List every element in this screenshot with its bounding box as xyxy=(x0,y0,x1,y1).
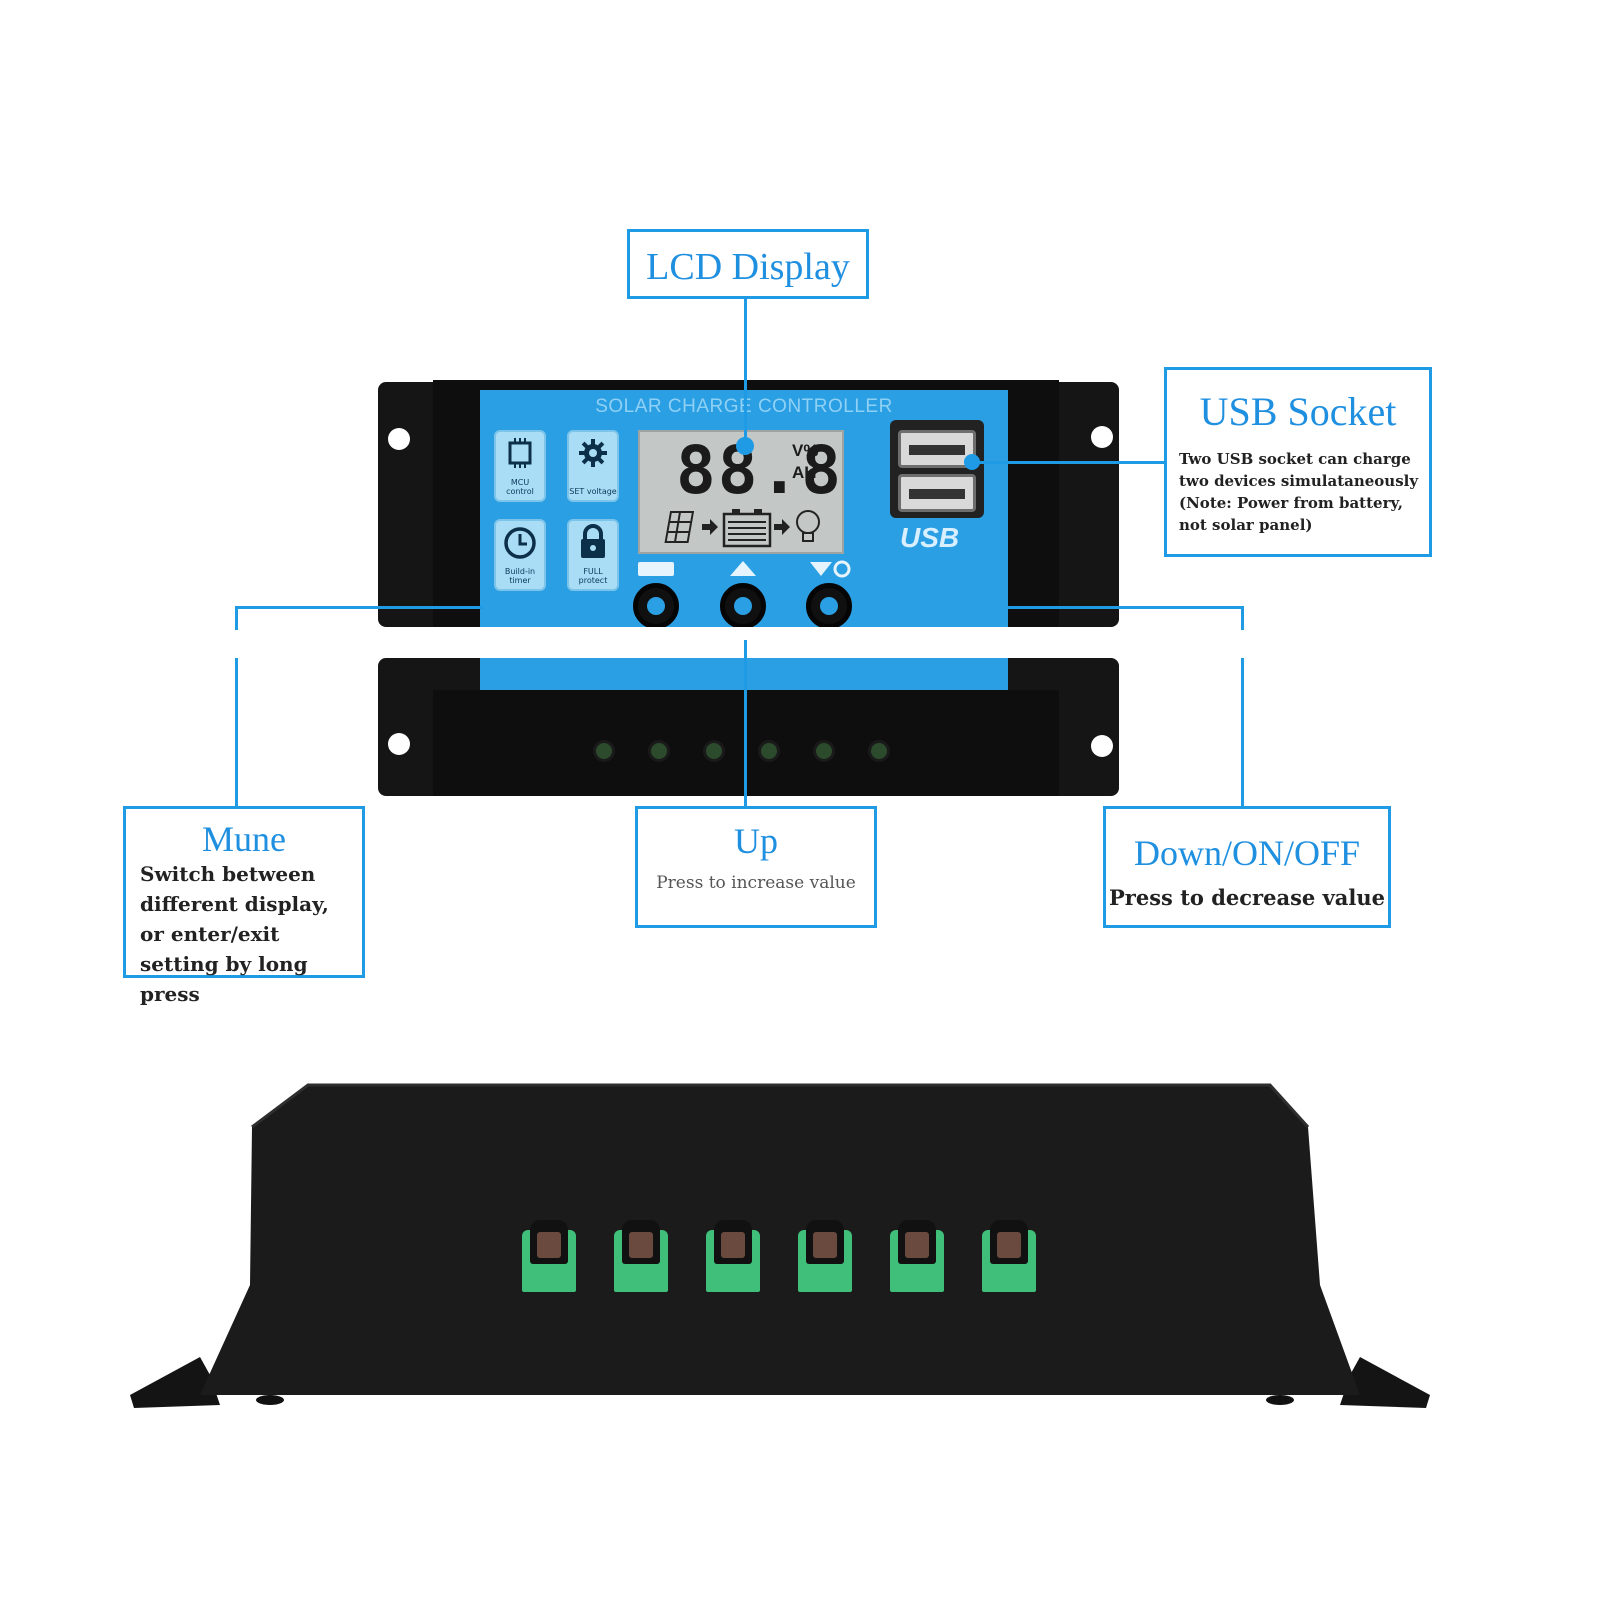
leader-line-menu-h xyxy=(235,606,483,609)
terminal-screw xyxy=(593,740,615,762)
leader-dot-usb xyxy=(964,454,980,470)
terminal-screw xyxy=(813,740,835,762)
callout-up: Up Press to increase value xyxy=(635,806,877,928)
terminal-screw xyxy=(758,740,780,762)
icon-label: MCU control xyxy=(506,478,534,496)
terminal-block xyxy=(614,1220,668,1292)
callout-title: Down/ON/OFF xyxy=(1133,833,1361,873)
terminal-block xyxy=(522,1220,576,1292)
callout-description: Press to decrease value xyxy=(1109,885,1385,910)
lcd-digits: 88.8 xyxy=(676,432,843,509)
controller-side-view xyxy=(130,1083,1430,1408)
mount-hole xyxy=(388,428,410,450)
lcd-status-icons xyxy=(664,509,820,548)
mount-hole xyxy=(388,733,410,755)
panel-title: SOLAR CHARGE CONTROLLER xyxy=(595,396,893,417)
callout-lcd-display: LCD Display xyxy=(627,229,869,299)
leader-line-usb xyxy=(970,461,1166,464)
menu-mark-icon xyxy=(638,562,674,576)
callout-description: Two USB socket can charge two devices si… xyxy=(1179,450,1419,534)
terminal-block xyxy=(798,1220,852,1292)
up-triangle-icon xyxy=(730,561,756,576)
leader-line-down-h xyxy=(1008,606,1244,609)
callout-title: USB Socket xyxy=(1199,389,1397,434)
lcd-unit-bottom: AH xyxy=(792,463,817,482)
usb-port[interactable] xyxy=(898,474,976,512)
leader-line-menu-v1 xyxy=(235,606,238,630)
callout-usb-socket: USB Socket Two USB socket can charge two… xyxy=(1164,367,1432,557)
callout-title: LCD Display xyxy=(646,246,850,288)
terminal-screw xyxy=(648,740,670,762)
mount-hole xyxy=(1091,735,1113,757)
usb-logo: USB xyxy=(900,522,960,553)
up-button[interactable] xyxy=(720,583,766,629)
terminal-block xyxy=(982,1220,1036,1292)
lcd-unit-top: V% xyxy=(792,441,819,460)
usb-port[interactable] xyxy=(898,430,976,468)
icon-label: SET voltage xyxy=(569,487,617,496)
leader-line-down-v2 xyxy=(1241,658,1244,808)
leader-line-lcd xyxy=(744,297,747,447)
terminal-screw xyxy=(868,740,890,762)
image-gap xyxy=(360,627,1140,658)
callout-title: Mune xyxy=(202,819,286,859)
clock-icon: Build-in timer xyxy=(494,519,546,591)
terminal-screw xyxy=(703,740,725,762)
down-on-off-button[interactable] xyxy=(806,583,852,629)
icon-label: Build-in timer xyxy=(504,567,536,585)
callout-title: Up xyxy=(734,821,778,861)
icon-label: FULL protect xyxy=(578,567,608,585)
menu-button[interactable] xyxy=(633,583,679,629)
mcu-control-icon: MCU control xyxy=(494,430,546,502)
gear-icon: SET voltage xyxy=(567,430,619,502)
leader-line-down-v1 xyxy=(1241,606,1244,630)
mount-hole xyxy=(1091,426,1113,448)
leader-dot-lcd xyxy=(736,437,754,455)
lock-icon: FULL protect xyxy=(567,519,619,591)
terminal-block xyxy=(706,1220,760,1292)
callout-menu: Mune Switch between different display, o… xyxy=(123,806,365,1006)
callout-down-on-off: Down/ON/OFF Press to decrease value xyxy=(1103,806,1391,928)
leader-line-menu-v2 xyxy=(235,658,238,808)
down-power-icon xyxy=(810,560,851,578)
terminal-block xyxy=(890,1220,944,1292)
callout-description: Press to increase value xyxy=(656,873,856,893)
callout-description: Switch between different display, or ent… xyxy=(140,862,329,1006)
leader-line-up xyxy=(744,640,747,808)
